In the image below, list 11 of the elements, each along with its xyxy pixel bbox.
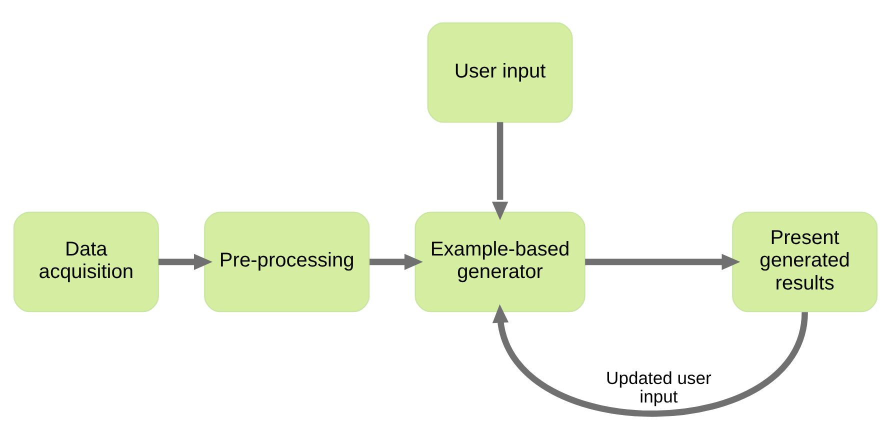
arrow xyxy=(585,254,740,270)
arrow xyxy=(492,122,508,220)
node-box: Pre-processing xyxy=(204,212,370,312)
arrow xyxy=(158,254,212,270)
node-box: Present generated results xyxy=(732,212,878,312)
edge-label: Updated user input xyxy=(606,368,712,407)
node-box: Data acquisition xyxy=(13,212,159,312)
node-box: User input xyxy=(427,22,573,123)
node-box: Example-based generator xyxy=(414,212,586,312)
arrow xyxy=(492,304,808,417)
arrow xyxy=(370,254,423,270)
